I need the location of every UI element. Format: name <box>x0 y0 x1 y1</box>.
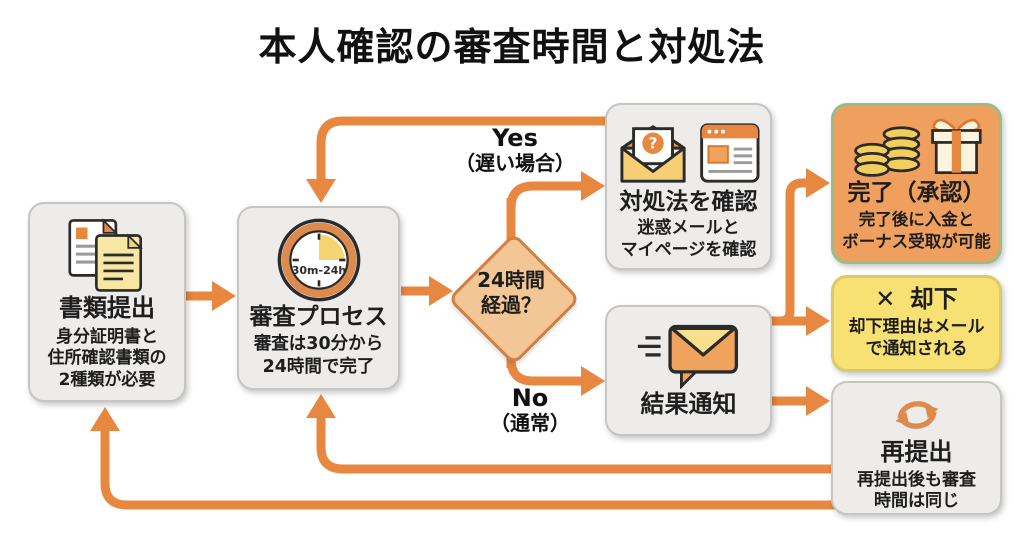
arrowhead <box>806 386 830 416</box>
arrowhead <box>806 168 830 198</box>
decision-text: 24時間 経過？ <box>477 268 545 317</box>
complete-title: 完了（承認） <box>847 180 986 206</box>
resubmit-desc: 再提出後も審査 時間は同じ <box>857 469 976 512</box>
arrowhead <box>581 171 605 201</box>
remedy-desc: 迷惑メールと マイページを確認 <box>620 218 757 261</box>
node-check-remedies: ? 対処法を確認 迷惑メールと マイペ <box>605 103 772 270</box>
label-no-branch: No （通常） <box>490 384 570 436</box>
arrowhead <box>306 394 336 418</box>
arrow-remedy-loop-to-process <box>316 116 610 181</box>
gift-icon <box>930 118 982 175</box>
cycle-icon <box>886 392 948 438</box>
process-desc: 審査は30分から 24時間で完了 <box>253 334 384 377</box>
page-title: 本人確認の審査時間と対処法 <box>258 25 766 69</box>
coins-icon <box>853 126 920 177</box>
remedy-icons: ? <box>615 117 763 187</box>
process-title: 審査プロセス <box>249 304 388 330</box>
node-result-notification: 結果通知 <box>605 305 772 436</box>
reject-desc: 却下理由はメール で通知される <box>848 317 985 359</box>
resubmit-title: 再提出 <box>880 438 953 466</box>
clock-label: 30m-24h <box>291 264 345 277</box>
node-document-submission: 書類提出 身分証明書と 住所確認書類の 2種類が必要 <box>28 202 186 402</box>
arrowhead <box>429 276 453 306</box>
browser-icon <box>699 123 759 183</box>
arrow-resubmit-to-submit <box>100 429 840 510</box>
arrowhead <box>581 366 605 396</box>
submit-title: 書類提出 <box>59 294 155 322</box>
x-mark-icon: ✕ <box>875 285 896 314</box>
complete-icons <box>847 114 987 180</box>
mail-question-icon: ? <box>619 125 686 183</box>
complete-desc: 完了後に入金と ボーナス受取が可能 <box>842 210 991 251</box>
arrowhead <box>212 281 236 311</box>
arrow-yes-to-remedy <box>506 181 583 225</box>
svg-text:?: ? <box>648 135 657 153</box>
remedy-title: 対処法を確認 <box>619 189 758 215</box>
documents-icon <box>59 216 155 294</box>
node-resubmission: 再提出 再提出後も審査 時間は同じ <box>831 381 1002 515</box>
node-review-process: 30m-24h 審査プロセス 審査は30分から 24時間で完了 <box>237 206 400 390</box>
label-yes-branch: Yes （遅い場合） <box>455 124 575 176</box>
arrow-resubmit-to-process <box>316 416 840 474</box>
reject-title: ✕ 却下 <box>875 285 958 314</box>
node-rejected: ✕ 却下 却下理由はメール で通知される <box>831 275 1002 372</box>
submit-desc: 身分証明書と 住所確認書類の 2種類が必要 <box>47 326 167 391</box>
arrow-result-to-complete <box>766 178 808 326</box>
send-mail-icon <box>631 317 747 389</box>
arrowhead <box>306 179 336 203</box>
arrowhead <box>806 306 830 336</box>
result-title: 結果通知 <box>640 390 737 418</box>
arrowhead <box>90 407 120 431</box>
clock-icon: 30m-24h <box>275 216 363 304</box>
node-complete-approved: 完了（承認） 完了後に入金と ボーナス受取が可能 <box>831 103 1002 264</box>
